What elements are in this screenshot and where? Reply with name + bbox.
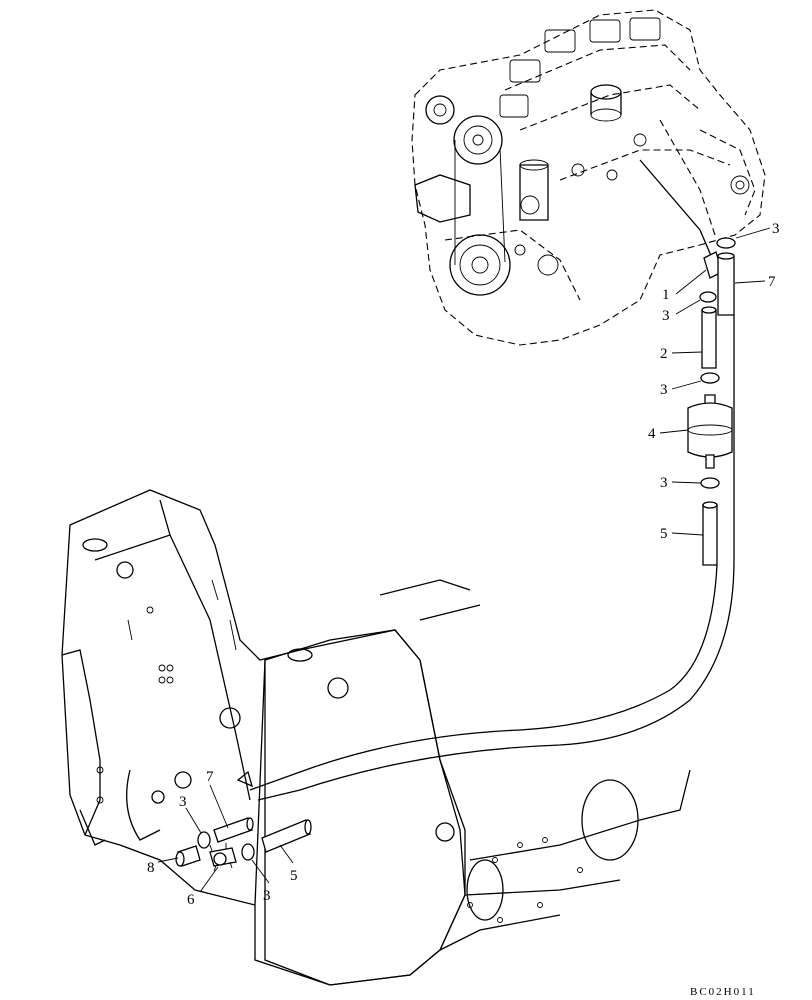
chassis-frame [61, 489, 691, 986]
leader-lines [157, 227, 771, 893]
callout-3: 3 [660, 382, 668, 398]
drawing-code: BC02H011 [690, 986, 756, 998]
callout-4: 4 [648, 426, 656, 442]
callout-7: 7 [768, 274, 776, 290]
callout-3: 3 [772, 221, 780, 237]
callout-7: 7 [206, 769, 214, 785]
callout-labels: 3 7 1 3 2 3 4 3 5 7 3 5 3 6 8 [147, 221, 780, 908]
callout-3: 3 [263, 888, 271, 904]
callout-6: 6 [187, 892, 195, 908]
callout-5: 5 [660, 526, 668, 542]
lower-fittings [175, 817, 312, 872]
callout-8: 8 [147, 860, 155, 876]
callout-3: 3 [179, 794, 187, 810]
callout-2: 2 [660, 346, 668, 362]
engine-assembly [411, 9, 766, 346]
callout-1: 1 [662, 287, 670, 303]
fuel-line-parts [249, 237, 736, 801]
callout-3: 3 [660, 475, 668, 491]
callout-5: 5 [290, 868, 298, 884]
callout-3: 3 [662, 308, 670, 324]
